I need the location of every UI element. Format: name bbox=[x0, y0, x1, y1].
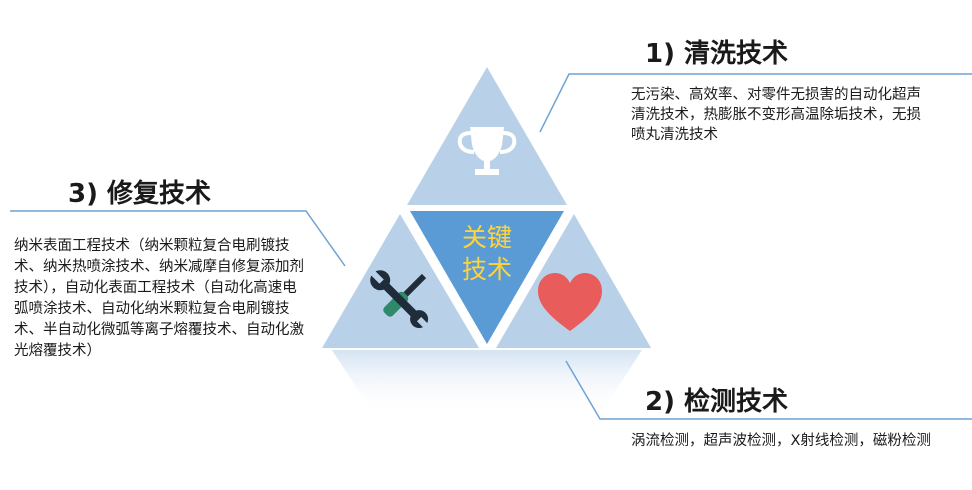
cleaning-description: 无污染、高效率、对零件无损害的自动化超声清洗技术，热膨胀不变形高温除垢技术，无损… bbox=[631, 87, 921, 143]
triangle-left-repair bbox=[322, 214, 479, 348]
connector-cleaning bbox=[539, 73, 972, 133]
trophy-icon bbox=[457, 127, 517, 175]
repair-description: 纳米表面工程技术（纳米颗粒复合电刷镀技术、纳米热喷涂技术、纳米减摩自修复添加剂技… bbox=[14, 238, 304, 359]
connector-repair bbox=[10, 210, 346, 267]
pyramid-reflection bbox=[332, 350, 642, 415]
wrench-screwdriver-icon bbox=[369, 269, 430, 330]
center-label-line1: 关键 bbox=[461, 223, 512, 252]
connector-inspection bbox=[565, 360, 972, 420]
center-key-label: 关键 技术 bbox=[447, 222, 527, 286]
cleaning-title: 1) 清洗技术 bbox=[645, 39, 789, 69]
repair-title: 3) 修复技术 bbox=[68, 179, 212, 209]
inspection-title: 2) 检测技术 bbox=[645, 387, 789, 417]
heart-icon bbox=[538, 273, 602, 331]
triangle-center-key bbox=[410, 211, 564, 344]
inspection-description: 涡流检测，超声波检测，X射线检测，磁粉检测 bbox=[631, 433, 931, 449]
center-label-line2: 技术 bbox=[461, 255, 512, 284]
